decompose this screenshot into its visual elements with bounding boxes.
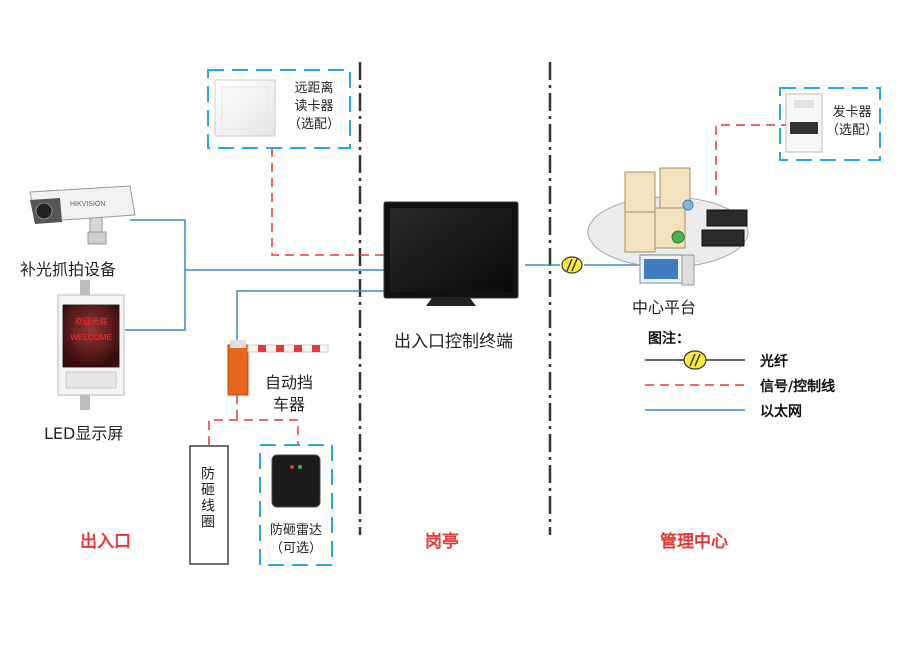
camera-icon: HIKVISION — [29, 185, 136, 245]
signal-center-dispenser — [715, 124, 790, 195]
dispenser-box — [779, 87, 881, 161]
dispenser-label-1: 发卡器 — [832, 105, 872, 120]
legend-fiber-icon — [683, 350, 707, 370]
radar-label: 防砸雷达 （可选） — [262, 522, 330, 558]
loop-box — [189, 445, 229, 565]
dispenser-label-2: （选配） — [825, 123, 878, 138]
card-reader-icon — [214, 79, 276, 137]
terminal-monitor-icon — [383, 201, 519, 306]
legend-ethernet-label: 以太网 — [760, 404, 802, 420]
loop-label: 防砸线圈 — [199, 466, 215, 530]
signal-barrier-devices — [208, 419, 299, 445]
signal-reader-terminal — [271, 148, 384, 256]
reader-label: 远距离 读卡器 （选配） — [282, 80, 346, 134]
legend-signal-label: 信号/控制线 — [760, 379, 836, 395]
barrier-gate-icon — [227, 340, 329, 396]
ethernet-barrier-terminal — [236, 290, 384, 345]
led-text-2: WELCOME — [70, 333, 111, 342]
card-dispenser-icon — [785, 93, 823, 153]
zone-booth: 岗亭 — [425, 532, 459, 552]
barrier-label: 自动挡 车器 — [258, 372, 320, 416]
led-label: LED显示屏 — [44, 424, 124, 443]
reader-label-3: （选配） — [287, 117, 340, 132]
led-screen-icon: 欢迎光临 WELCOME — [57, 280, 125, 410]
radar-label-2: （可选） — [269, 541, 322, 556]
zone-management: 管理中心 — [660, 532, 728, 552]
ethernet-led — [125, 270, 186, 331]
zone-entrance: 出入口 — [80, 532, 131, 552]
radar-label-1: 防砸雷达 — [269, 523, 322, 538]
dispenser-label: 发卡器 （选配） — [824, 104, 880, 140]
radar-icon — [271, 454, 321, 508]
barrier-label-1: 自动挡 — [264, 373, 313, 392]
barrier-label-2: 车器 — [272, 395, 305, 414]
server-cluster-icon — [624, 167, 748, 286]
radar-box — [259, 444, 333, 566]
legend-title: 图注： — [648, 331, 690, 347]
fiber-icon — [561, 256, 583, 274]
center-label: 中心平台 — [632, 298, 697, 317]
terminal-label: 出入口控制终端 — [394, 332, 513, 352]
camera-brand-text: HIKVISION — [70, 201, 105, 208]
legend-fiber-label: 光纤 — [760, 354, 788, 370]
camera-label: 补光抓拍设备 — [20, 260, 117, 279]
ethernet-camera-terminal — [130, 219, 384, 271]
reader-label-2: 读卡器 — [294, 99, 334, 114]
reader-box — [207, 69, 351, 149]
reader-label-1: 远距离 — [294, 81, 334, 96]
led-text-1: 欢迎光临 — [75, 316, 107, 326]
